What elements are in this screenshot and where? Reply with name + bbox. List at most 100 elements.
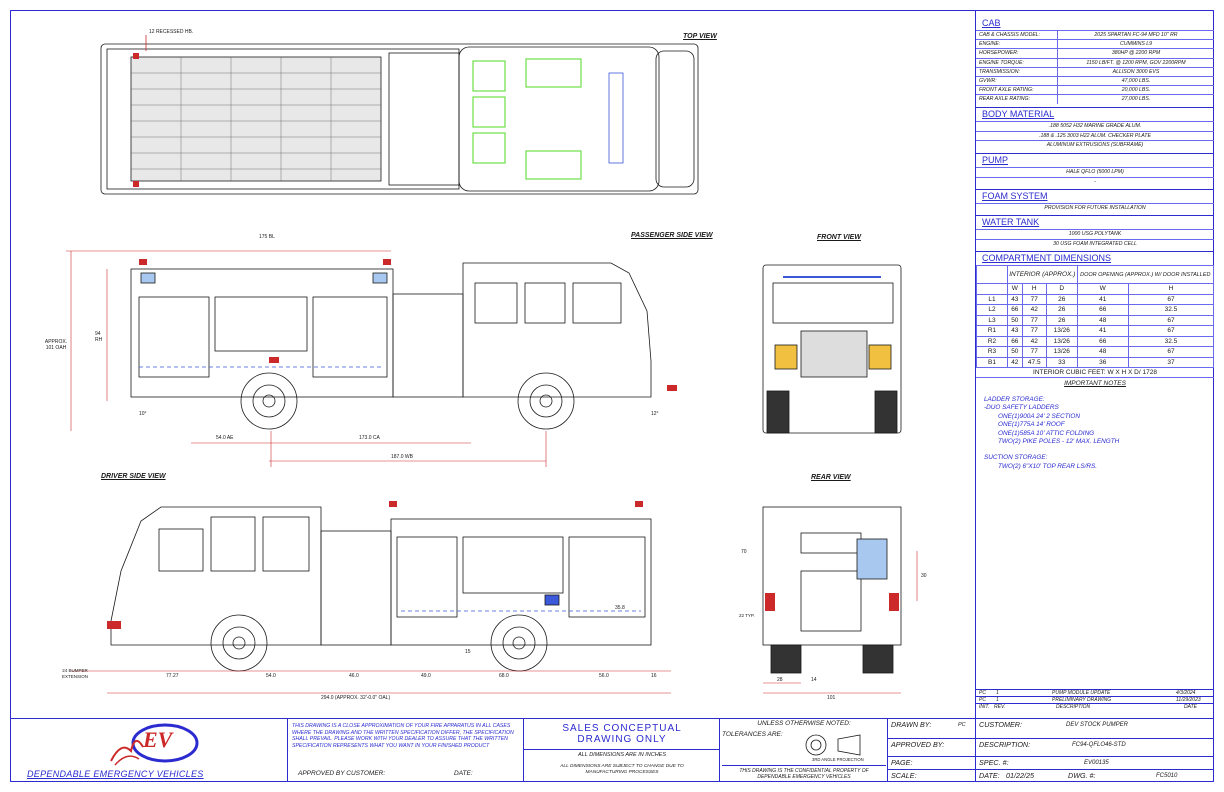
compartment-cell: 67 xyxy=(1127,314,1215,326)
cab-spec-row: REAR AXLE RATING: 27,000 LBS. xyxy=(976,94,1214,104)
compartment-cell: 66 xyxy=(1076,304,1129,316)
cab-spec-key: REAR AXLE RATING: xyxy=(976,95,1058,104)
compartment-cell: 48 xyxy=(1076,346,1129,358)
dim-angle-left: 10° xyxy=(139,411,147,417)
dim-bl: 175 BL xyxy=(259,234,275,240)
rev-date: 11/29/2023 xyxy=(1176,697,1201,703)
pump-header: PUMP xyxy=(976,153,1214,167)
compartment-cell: 47.5 xyxy=(1021,356,1047,368)
compartment-cell: 26 xyxy=(1045,314,1078,326)
cab-header: CAB xyxy=(982,18,1001,28)
cab-spec-key: CAB & CHASSIS MODEL: xyxy=(976,31,1058,40)
cab-spec-value: 27,000 LBS. xyxy=(1121,96,1151,103)
date-label: DATE: xyxy=(979,771,1000,780)
company-name: DEPENDABLE EMERGENCY VEHICLES xyxy=(27,769,204,779)
sales-line-2: DRAWING ONLY xyxy=(577,734,667,745)
rev-number: 1 xyxy=(996,697,999,703)
cab-spec-value: 380HP @ 2200 RPM xyxy=(1111,50,1161,57)
compartment-cell: 67 xyxy=(1127,325,1215,337)
drawing-views xyxy=(66,35,918,694)
tolerances-label: TOLERANCES ARE: xyxy=(722,731,783,738)
dim-d6: 56.0 xyxy=(599,673,609,679)
revision-header-row: INIT. REV. DESCRIPTION DATE xyxy=(976,703,1214,711)
drawn-by-value: PC xyxy=(958,722,966,728)
dim-d9: 15 xyxy=(465,649,471,655)
note-line: LADDER STORAGE: xyxy=(984,396,1045,403)
cab-section: CAB CAB & CHASSIS MODEL:2025 SPARTAN FC-… xyxy=(976,17,1214,104)
cab-spec-value: CUMMINS L9 xyxy=(1120,41,1152,48)
rev-description: PUMP MODULE UPDATE xyxy=(1052,690,1111,696)
dim-bumper: 24 BUMPER EXTENSION xyxy=(61,668,88,679)
cab-spec-key: FRONT AXLE RATING: xyxy=(976,86,1058,95)
dim-d5: 68.0 xyxy=(499,673,509,679)
dim-rear-d: 30 xyxy=(921,573,927,579)
compartment-cell: 41 xyxy=(1076,293,1129,305)
confidential-note: THIS DRAWING IS THE CONFIDENTIAL PROPERT… xyxy=(722,765,886,780)
all-dims-note: ALL DIMENSIONS ARE IN INCHES xyxy=(524,749,720,758)
rev-desc-heading: DESCRIPTION xyxy=(1056,704,1091,710)
logo-letters: EV xyxy=(143,727,173,752)
cab-spec-row: GVWR:47,000 LBS. xyxy=(976,75,1214,86)
compartment-cell: 67 xyxy=(1127,293,1215,305)
date-value: 01/22/25 xyxy=(1006,771,1034,780)
compartment-cell: 37 xyxy=(1127,356,1215,368)
rev-init-heading: INIT. xyxy=(979,704,990,710)
dim-d4: 49.0 xyxy=(421,673,431,679)
dim-rear-width: 101 xyxy=(827,695,836,701)
disclaimer-text: THIS DRAWING IS A CLOSE APPROXIMATION OF… xyxy=(292,723,514,749)
projection-symbol-icon xyxy=(805,734,861,756)
col-door-w: W xyxy=(1076,283,1129,295)
door-heading: DOOR OPENING (APPROX.) W/ DOOR INSTALLED xyxy=(1076,265,1215,284)
compartment-section: COMPARTMENT DIMENSIONS INTERIOR (APPROX.… xyxy=(976,251,1215,471)
compartment-cell: 42 xyxy=(1021,335,1047,347)
approved-by-customer-label: APPROVED BY CUSTOMER: xyxy=(298,770,386,777)
compartment-cell: 13/26 xyxy=(1045,325,1078,337)
col-h: H xyxy=(1021,283,1047,295)
cab-spec-key: ENGINE TORQUE: xyxy=(976,58,1058,67)
compartment-cell: 77 xyxy=(1021,293,1047,305)
dim-d2: 54.0 xyxy=(266,673,276,679)
body-material-section: BODY MATERIAL .188 5052 H32 MARINE GRADE… xyxy=(976,107,1214,150)
driver-side-view-label: DRIVER SIDE VIEW xyxy=(101,473,166,480)
compartment-cell: 41 xyxy=(1076,325,1129,337)
compartment-cell: 13/26 xyxy=(1045,346,1078,358)
spec-label: SPEC. #: xyxy=(979,758,1009,767)
col-door-h: H xyxy=(1127,283,1215,295)
scale-row: SCALE: xyxy=(888,769,975,782)
projection-label: 3RD ANGLE PROJECTION xyxy=(812,757,864,762)
scale-label: SCALE: xyxy=(891,771,917,780)
compartment-cell: 43 xyxy=(1007,325,1023,337)
compartment-cell: 42 xyxy=(1007,356,1023,368)
cab-spec-row: HORSEPOWER: 380HP @ 2200 RPM xyxy=(976,48,1214,58)
signoff-cell: DRAWN BY: PC APPROVED BY: PAGE: SCALE: xyxy=(887,719,975,781)
compartment-cell: 77 xyxy=(1021,346,1047,358)
front-view-label: FRONT VIEW xyxy=(817,234,861,241)
col-d: D xyxy=(1045,283,1078,295)
description-value: FC94-QFLO46-STD xyxy=(1072,742,1126,748)
cab-spec-row: FRONT AXLE RATING: 20,000 LBS. xyxy=(976,85,1214,95)
cab-spec-value: 20,000 LBS. xyxy=(1121,87,1151,94)
note-line: -DUO SAFETY LADDERS xyxy=(984,404,1059,412)
customer-label: CUSTOMER: xyxy=(979,720,1022,729)
note-line: ONE(1)900A 24' 2 SECTION xyxy=(998,412,1080,420)
compartment-cell: 66 xyxy=(1076,335,1129,347)
sales-line-1: SALES CONCEPTUAL xyxy=(562,723,682,734)
compartment-cell: L2 xyxy=(976,304,1008,316)
compartment-cell: 33 xyxy=(1045,356,1078,368)
cab-spec-value: ALLISON 3000 EVS xyxy=(1112,68,1160,75)
dwg-label: DWG. #: xyxy=(1068,771,1096,780)
compartment-cell: 42 xyxy=(1021,304,1047,316)
compartment-cell: 77 xyxy=(1021,325,1047,337)
foam-header: FOAM SYSTEM xyxy=(976,189,1214,203)
spec-panel: CAB CAB & CHASSIS MODEL:2025 SPARTAN FC-… xyxy=(975,11,1215,718)
cab-spec-key: HORSEPOWER: xyxy=(976,49,1058,58)
dim-oah: APPROX. 101 OAH xyxy=(44,339,68,351)
compartment-cell: 32.5 xyxy=(1127,304,1215,316)
